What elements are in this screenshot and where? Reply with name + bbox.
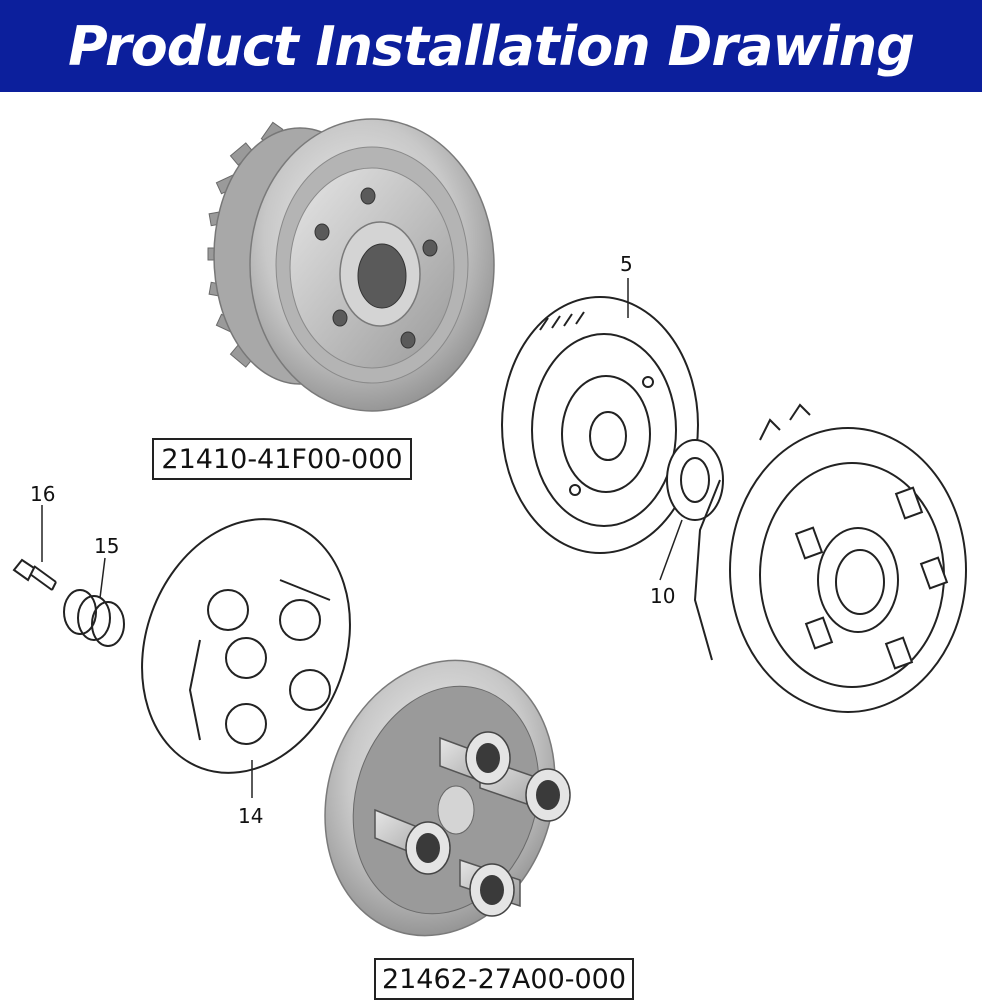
clutch-assembly-lineart (501, 296, 967, 713)
pressure-plate-photo (324, 659, 571, 937)
part-16-bolt (12, 558, 57, 591)
clutch-gear-photo (207, 118, 495, 412)
pressure-plate-lineart (12, 518, 351, 774)
part-15-spring (63, 589, 125, 647)
part-number-top: 21410-41F00-000 (152, 438, 412, 480)
clutch-housing (693, 403, 967, 713)
leader-10 (659, 519, 683, 581)
part-14-plate (141, 518, 351, 774)
callout-14: 14 (238, 804, 264, 828)
part-5-clutch-hub (501, 296, 699, 554)
callout-5: 5 (620, 252, 633, 276)
part-number-bottom: 21462-27A00-000 (374, 958, 634, 1000)
callout-16: 16 (30, 482, 56, 506)
leader-15 (99, 557, 106, 599)
part-10-washer (666, 439, 724, 521)
callout-10: 10 (650, 584, 676, 608)
title-banner: Product Installation Drawing (0, 0, 982, 92)
callout-15: 15 (94, 534, 120, 558)
installation-diagram (12, 118, 967, 937)
page-title: Product Installation Drawing (68, 14, 915, 78)
